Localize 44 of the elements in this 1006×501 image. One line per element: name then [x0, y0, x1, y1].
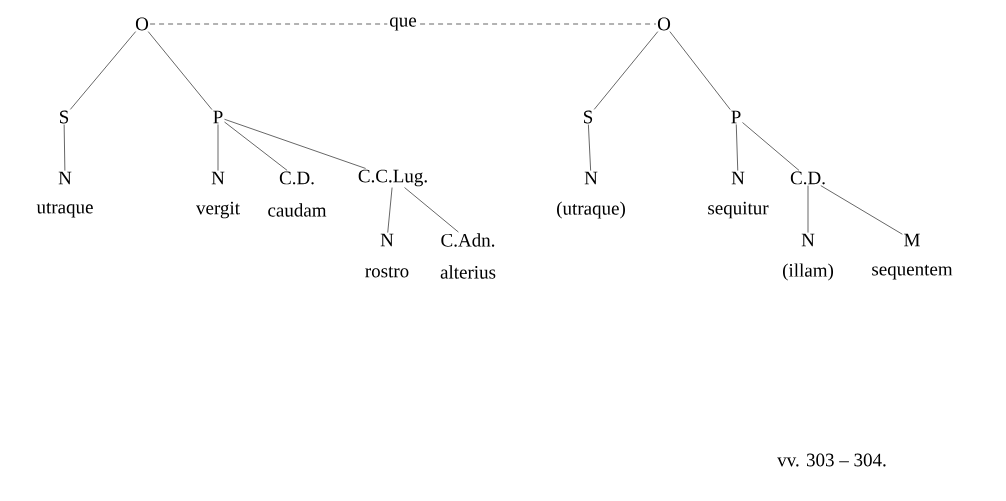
tree-label: N	[731, 171, 745, 185]
tree-label: O	[135, 17, 149, 31]
tree-line	[70, 31, 136, 110]
tree-label: N	[801, 233, 815, 247]
tree-label: P	[731, 110, 741, 124]
tree-label: O	[657, 17, 671, 31]
tree-label: C.D.	[279, 171, 314, 185]
word-label: caudam	[268, 203, 327, 217]
tree-line	[404, 187, 459, 233]
tree-label: M	[904, 233, 920, 247]
tree-line	[149, 23, 657, 25]
tree-label: C.C.Lug.	[358, 169, 427, 187]
edge-label: que	[387, 15, 419, 33]
tree-line	[735, 124, 739, 171]
word-label: sequentem	[872, 264, 953, 280]
tree-label: N	[58, 171, 72, 185]
tree-line	[807, 185, 809, 233]
tree-label: C.D.	[790, 171, 825, 185]
word-label: sequitur	[708, 201, 769, 219]
word-label: utraque	[36, 202, 93, 218]
tree-line	[820, 185, 903, 235]
word-label: (illam)	[783, 263, 834, 281]
word-label: (utraque)	[557, 201, 625, 219]
tree-label: P	[213, 110, 223, 124]
tree-line	[742, 122, 800, 171]
tree-line	[217, 124, 219, 171]
tree-label: C.Adn.	[441, 233, 495, 247]
tree-label: N	[380, 233, 394, 247]
word-label: alterius	[440, 265, 496, 279]
tree-line	[63, 124, 66, 171]
tree-label: S	[60, 110, 69, 124]
verse-reference: vv. 303 – 304.	[777, 453, 886, 467]
tree-label: S	[584, 110, 593, 124]
tree-line	[593, 31, 659, 110]
tree-line	[669, 31, 731, 110]
tree-line	[224, 118, 366, 169]
word-label: vergit	[196, 201, 240, 219]
tree-line	[588, 124, 591, 171]
tree-label: N	[584, 171, 598, 185]
tree-line	[224, 121, 288, 171]
word-label: rostro	[365, 266, 409, 278]
tree-label: N	[211, 171, 225, 185]
tree-line	[147, 31, 213, 110]
tree-line	[387, 187, 393, 233]
